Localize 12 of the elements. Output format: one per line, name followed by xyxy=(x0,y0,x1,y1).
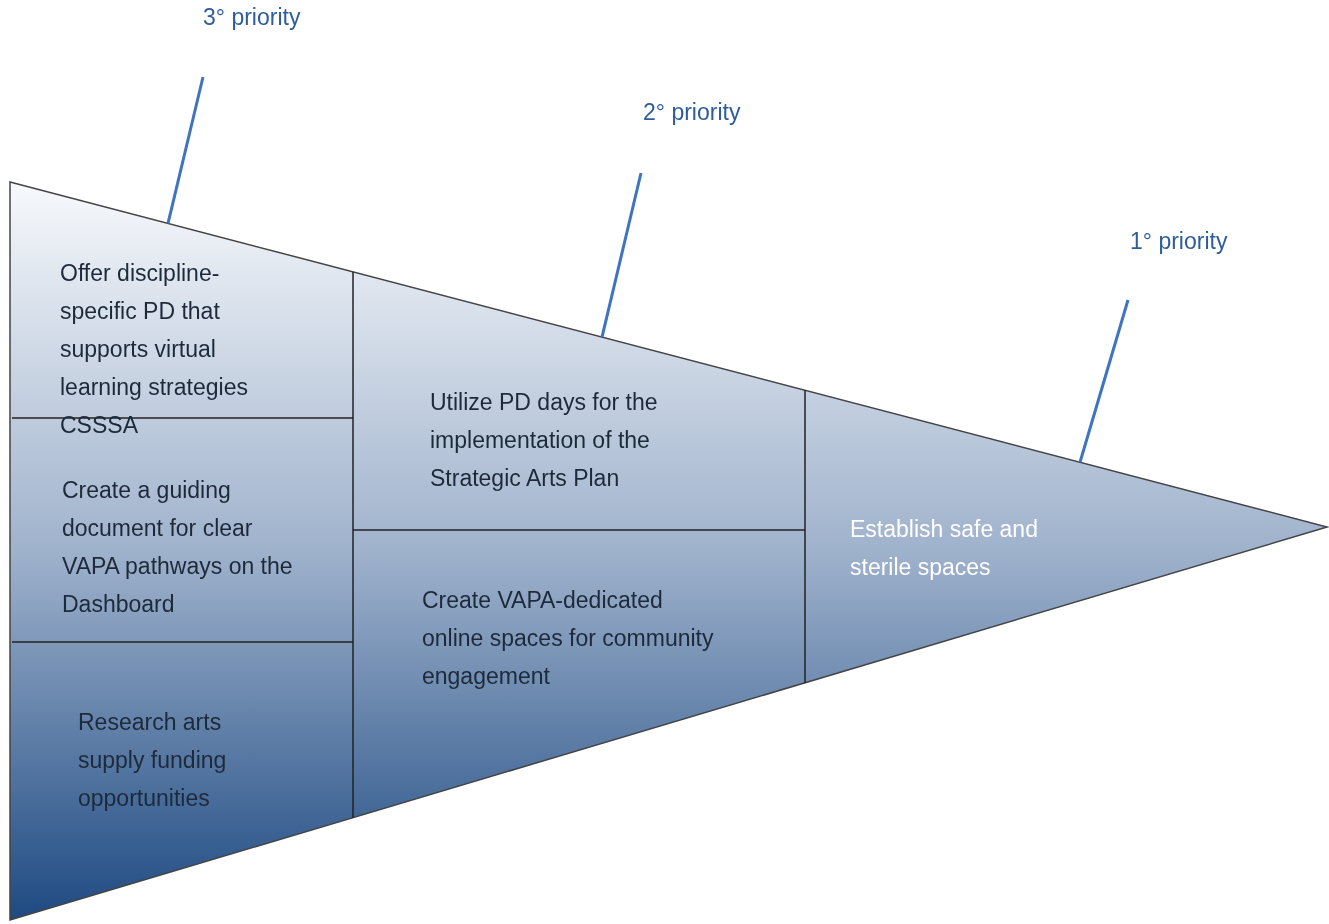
action-text: Create VAPA-dedicated online spaces for community engagement xyxy=(422,586,715,691)
action-text: Utilize PD days for the implementation of the Strategic Arts Plan xyxy=(430,388,659,493)
action-text: Offer discipline-specific PD that supports virtual learning strategies CSSSA xyxy=(60,259,249,440)
action-text: Create a guiding document for clear VAPA pathways on the Dashboard xyxy=(62,476,294,619)
action-text: Establish safe and sterile spaces xyxy=(850,515,1039,582)
leader-line xyxy=(1078,299,1130,463)
leader-line xyxy=(166,76,205,224)
leader-line xyxy=(600,172,643,338)
priority-label: 1° priority xyxy=(1130,228,1228,255)
priority-label: 3° priority xyxy=(203,4,301,31)
priority-label: 2° priority xyxy=(643,99,741,126)
action-text: Research arts supply funding opportunities xyxy=(78,708,228,813)
